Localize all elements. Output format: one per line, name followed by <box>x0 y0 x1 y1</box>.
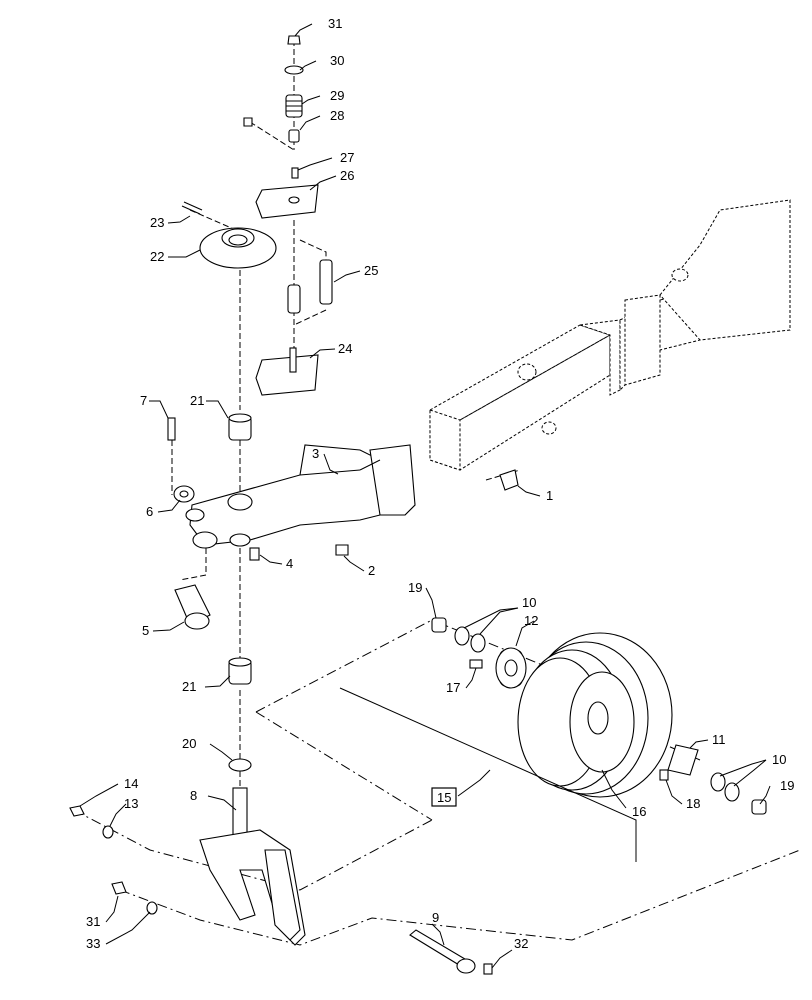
callout-labels: 31 30 29 28 27 26 23 22 25 24 7 21 3 6 1… <box>86 16 794 951</box>
callout-26: 26 <box>340 168 354 183</box>
callout-23: 23 <box>150 215 164 230</box>
callout-32: 32 <box>514 936 528 951</box>
callout-16: 16 <box>632 804 646 819</box>
callout-19: 19 <box>408 580 422 595</box>
callout-22: 22 <box>150 249 164 264</box>
callout-15-box <box>431 787 457 807</box>
callout-27: 27 <box>340 150 354 165</box>
swing-arm-part <box>185 444 416 549</box>
callout-18: 18 <box>686 796 700 811</box>
machine-frame <box>429 199 791 471</box>
callout-7: 7 <box>140 393 147 408</box>
callout-30: 30 <box>330 53 344 68</box>
callout-4: 4 <box>286 556 293 571</box>
callout-28: 28 <box>330 108 344 123</box>
wheel-hardware <box>431 617 767 815</box>
callout-12: 12 <box>524 613 538 628</box>
callout-10: 10 <box>522 595 536 610</box>
callout-31-lower: 31 <box>86 914 100 929</box>
callout-24: 24 <box>338 341 352 356</box>
callout-14: 14 <box>124 776 138 791</box>
callout-2: 2 <box>368 563 375 578</box>
leader-lines <box>79 23 771 969</box>
callout-10-right: 10 <box>772 752 786 767</box>
disc-part <box>181 201 277 269</box>
callout-3: 3 <box>312 446 319 461</box>
callout-8: 8 <box>190 788 197 803</box>
callout-21: 21 <box>190 393 204 408</box>
bushings-and-pins <box>167 413 519 772</box>
callout-31: 31 <box>328 16 342 31</box>
spacer-parts <box>255 259 333 396</box>
bottom-hardware <box>69 805 493 975</box>
callout-1: 1 <box>546 488 553 503</box>
callout-17: 17 <box>446 680 460 695</box>
callout-6: 6 <box>146 504 153 519</box>
callout-21-lower: 21 <box>182 679 196 694</box>
wheel-part <box>495 632 673 798</box>
callout-25: 25 <box>364 263 378 278</box>
caster-fork-part <box>199 787 306 946</box>
callout-29: 29 <box>330 88 344 103</box>
top-hardware-stack <box>243 35 319 219</box>
callout-33: 33 <box>86 936 100 951</box>
callout-9: 9 <box>432 910 439 925</box>
reference-box-line <box>339 687 637 862</box>
callout-20: 20 <box>182 736 196 751</box>
callout-19-right: 19 <box>780 778 794 793</box>
callout-13: 13 <box>124 796 138 811</box>
callout-5: 5 <box>142 623 149 638</box>
callout-11: 11 <box>712 732 726 747</box>
callout-15: 15 <box>437 790 451 805</box>
